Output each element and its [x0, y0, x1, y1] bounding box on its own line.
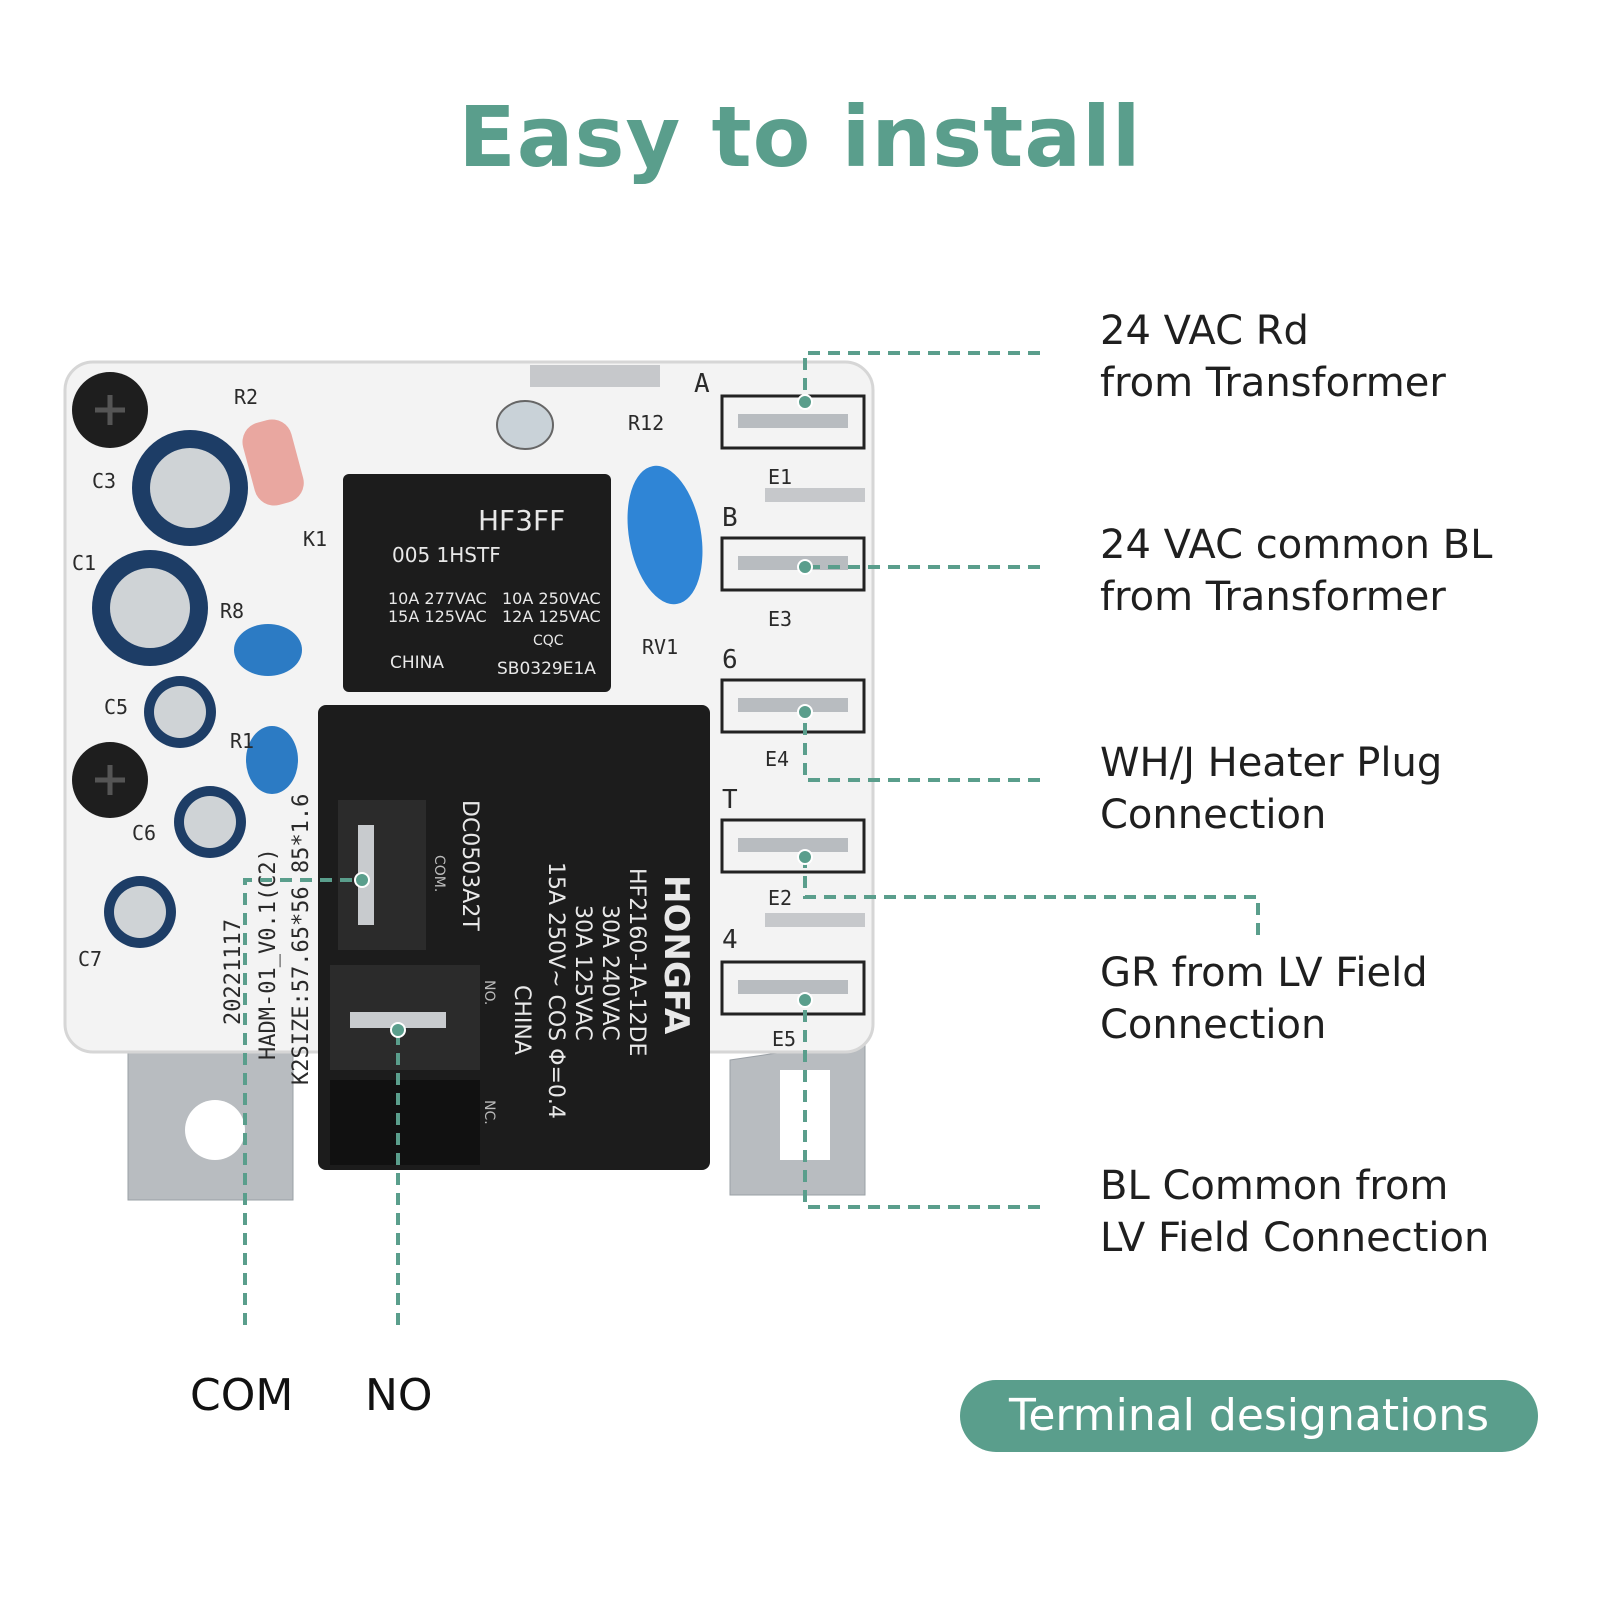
- label-c3: C3: [92, 469, 116, 493]
- label-r2: R2: [234, 385, 258, 409]
- silkscreen-board-id: HADM-01_V0.1(C2): [256, 848, 281, 1060]
- callout-heater-plug-line1: WH/J Heater Plug: [1100, 740, 1443, 786]
- big-relay-term-no: NO.: [481, 980, 497, 1005]
- small-relay-rating-l2: 15A 125VAC: [388, 607, 487, 626]
- terminal-designations-badge: Terminal designations: [960, 1380, 1538, 1452]
- callout-24vac-rd-line1: 24 VAC Rd: [1100, 308, 1309, 354]
- big-relay-rating-2: 30A 125VAC: [570, 905, 595, 1041]
- label-e4: E4: [765, 747, 789, 771]
- capacitor-c3: [132, 430, 248, 546]
- small-relay-rating-l1: 10A 277VAC: [388, 589, 487, 608]
- label-c6: C6: [132, 821, 156, 845]
- label-r12: R12: [628, 411, 664, 435]
- label-b: B: [722, 503, 738, 533]
- label-e1: E1: [768, 465, 792, 489]
- label-e5: E5: [772, 1027, 796, 1051]
- small-relay-cert: CQC: [533, 633, 564, 649]
- capacitor-c1: [92, 550, 208, 666]
- label-4: 4: [722, 925, 738, 955]
- leader-dots: [354, 394, 813, 1038]
- label-k1: K1: [303, 527, 327, 551]
- callout-24vac-common-line1: 24 VAC common BL: [1100, 522, 1493, 568]
- resistor-r1: [246, 726, 298, 794]
- callout-heater-plug-line2: Connection: [1100, 792, 1327, 838]
- callout-gr-field-line1: GR from LV Field: [1100, 950, 1428, 996]
- leader-heater-plug: [803, 712, 1040, 782]
- label-c1: C1: [72, 551, 96, 575]
- callout-bl-common-line2: LV Field Connection: [1100, 1215, 1490, 1261]
- terminal-e5: [720, 960, 866, 1016]
- label-c7: C7: [78, 947, 102, 971]
- leader-gr-field: [803, 857, 1260, 935]
- label-a: A: [694, 369, 710, 399]
- silkscreen-size: K2SIZE:57.65*56.85*1.6: [289, 794, 314, 1085]
- terminal-e4: [720, 678, 866, 734]
- callout-24vac-rd-line2: from Transformer: [1100, 360, 1446, 406]
- big-relay-origin: CHINA: [509, 985, 534, 1055]
- big-relay-brand: HONGFA: [656, 875, 696, 1035]
- label-r1: R1: [230, 729, 254, 753]
- small-relay-rating-r1: 10A 250VAC: [502, 589, 601, 608]
- label-rv1: RV1: [642, 635, 678, 659]
- callout-gr-field: GR from LV Field Connection: [1100, 947, 1428, 1051]
- callout-bl-common: BL Common from LV Field Connection: [1100, 1160, 1489, 1264]
- resistor-r12: [496, 400, 554, 450]
- small-relay-rating-r2: 12A 125VAC: [502, 607, 601, 626]
- callout-heater-plug: WH/J Heater Plug Connection: [1100, 737, 1442, 841]
- terminal-e3: [720, 536, 866, 592]
- small-relay-model: HF3FF: [478, 504, 565, 537]
- capacitor-c7: [104, 876, 176, 948]
- label-e2: E2: [768, 886, 792, 910]
- callout-24vac-rd: 24 VAC Rd from Transformer: [1100, 305, 1446, 409]
- small-relay-code: 005 1HSTF: [392, 543, 501, 567]
- mounting-bracket-right: [729, 1039, 866, 1196]
- callout-bl-common-line1: BL Common from: [1100, 1163, 1449, 1209]
- big-relay-model: HF2160-1A-12DE: [624, 868, 649, 1056]
- silkscreen-date: 20221117: [221, 919, 246, 1025]
- capacitor-c5: [144, 676, 216, 748]
- big-relay-rating-1: 30A 240VAC: [597, 905, 622, 1041]
- leader-com: [243, 878, 362, 1325]
- callout-gr-field-line2: Connection: [1100, 1002, 1327, 1048]
- callout-24vac-common-line2: from Transformer: [1100, 574, 1446, 620]
- capacitor-c6: [174, 786, 246, 858]
- screw-bottom: [72, 742, 148, 818]
- varistor-rv1: [627, 465, 703, 605]
- page-title: Easy to install: [458, 88, 1142, 186]
- resistor-r8: [234, 624, 302, 676]
- big-relay-term-com: COM.: [431, 855, 447, 892]
- small-relay-serial: SB0329E1A: [497, 659, 596, 679]
- terminal-e1: [720, 394, 866, 450]
- resistor-r2: [242, 419, 304, 506]
- leader-24vac-rd: [803, 351, 1040, 402]
- label-com: COM: [190, 1370, 294, 1421]
- big-relay: HONGFA HF2160-1A-12DE 30A 240VAC 30A 125…: [318, 705, 710, 1170]
- label-e3: E3: [768, 607, 792, 631]
- mounting-bracket-left: [127, 1049, 294, 1201]
- terminal-e2: [720, 818, 866, 874]
- label-c5: C5: [104, 695, 128, 719]
- small-relay: HF3FF 005 1HSTF 10A 277VAC 15A 125VAC 10…: [343, 474, 611, 692]
- leader-lines: [243, 351, 1260, 1325]
- big-relay-lot: DC0503A2T: [457, 800, 482, 931]
- big-relay-term-nc: NC.: [481, 1100, 497, 1125]
- small-relay-origin: CHINA: [390, 653, 444, 673]
- label-6: 6: [722, 645, 738, 675]
- label-t: T: [722, 785, 738, 815]
- label-r8: R8: [220, 599, 244, 623]
- big-relay-rating-3: 15A 250V~ COS Φ=0.4: [543, 862, 568, 1119]
- label-no: NO: [365, 1370, 433, 1421]
- callout-24vac-common: 24 VAC common BL from Transformer: [1100, 519, 1492, 623]
- screw-top: [72, 372, 148, 448]
